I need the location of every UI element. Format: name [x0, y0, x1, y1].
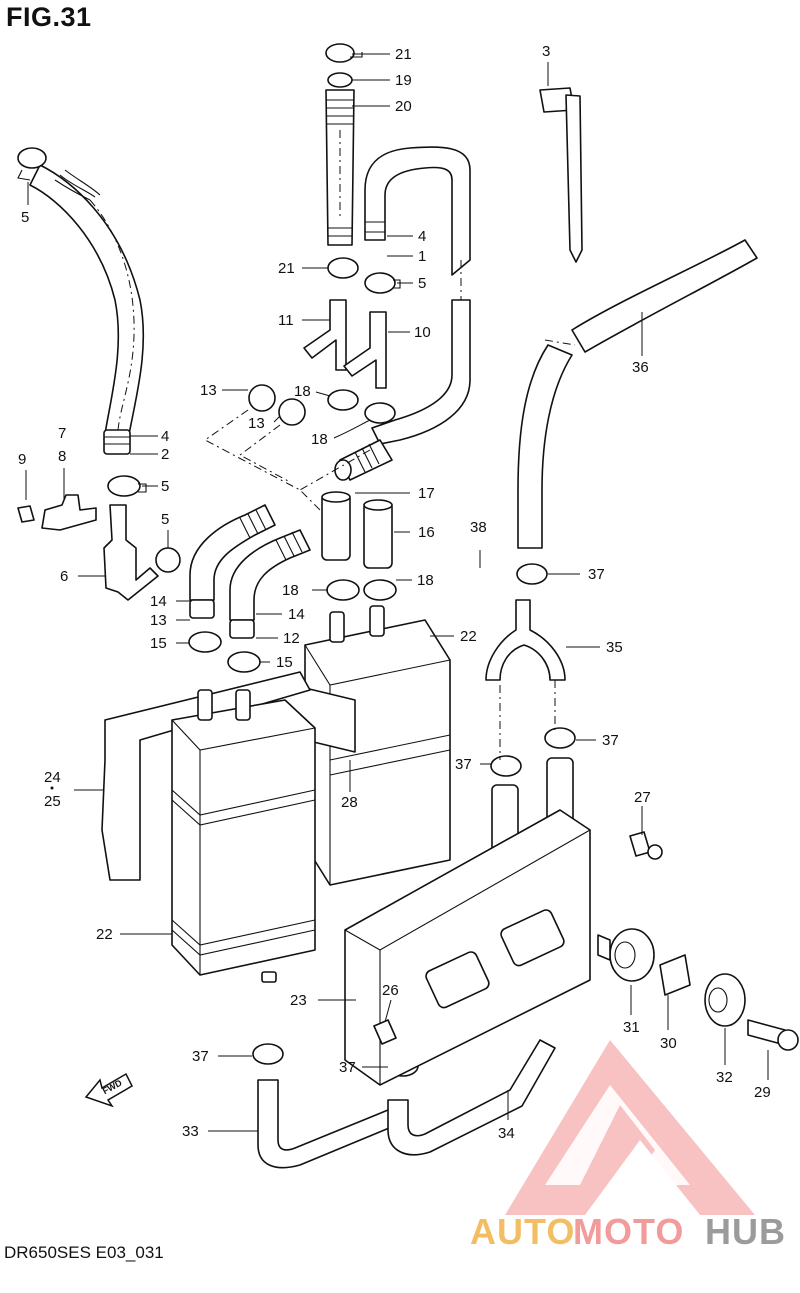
fittings-10-11 — [303, 299, 387, 389]
callout-3: 3 — [542, 43, 550, 60]
callout-11: 11 — [278, 312, 294, 329]
callout-21: 21 — [395, 46, 412, 63]
callout-34: 34 — [498, 1125, 515, 1142]
hoses-33-34 — [257, 1039, 556, 1169]
callout-22: 22 — [96, 926, 113, 943]
callout-37: 37 — [192, 1048, 209, 1065]
callout-37: 37 — [455, 756, 472, 773]
callout-37: 37 — [339, 1059, 356, 1076]
callout-4: 4 — [161, 428, 169, 445]
canister-front — [171, 689, 316, 983]
figure-code: DR650SES E03_031 — [4, 1243, 164, 1262]
callout-22: 22 — [460, 628, 477, 645]
callout-7: 7 — [58, 425, 66, 442]
callout-8: 8 — [58, 448, 66, 465]
case-tray-23 — [344, 809, 591, 1086]
callout-19: 19 — [395, 72, 412, 89]
callout-13: 13 — [248, 415, 265, 432]
right-bent-hose — [334, 146, 471, 481]
callout-dot — [50, 786, 54, 790]
callout-10: 10 — [414, 324, 431, 341]
callout-13: 13 — [200, 382, 217, 399]
callout-32: 32 — [716, 1069, 733, 1086]
callout-15: 15 — [276, 654, 293, 671]
hose-clamps — [107, 257, 576, 1077]
callout-28: 28 — [341, 794, 358, 811]
callout-24: 24 — [44, 769, 61, 786]
mounting-bracket — [101, 671, 311, 881]
callout-5: 5 — [21, 209, 29, 226]
callout-18: 18 — [282, 582, 299, 599]
callout-29: 29 — [754, 1084, 771, 1101]
left-vent-hose — [17, 147, 145, 455]
figure-title: FIG.31 — [6, 2, 92, 32]
callout-30: 30 — [660, 1035, 677, 1052]
callout-17: 17 — [418, 485, 435, 502]
callout-18: 18 — [294, 383, 311, 400]
callout-33: 33 — [182, 1123, 199, 1140]
callout-9: 9 — [18, 451, 26, 468]
watermark-moto: MOTO — [573, 1211, 684, 1252]
callout-38: 38 — [470, 519, 487, 536]
callout-13: 13 — [150, 612, 167, 629]
bracket-and-fitting-6 — [17, 494, 159, 601]
callout-6: 6 — [60, 568, 68, 585]
callout-5: 5 — [418, 275, 426, 292]
callout-5: 5 — [161, 478, 169, 495]
callout-18: 18 — [417, 572, 434, 589]
callout-14: 14 — [288, 606, 305, 623]
callout-25: 25 — [44, 793, 61, 810]
callout-16: 16 — [418, 524, 435, 541]
callout-12: 12 — [283, 630, 300, 647]
callout-27: 27 — [634, 789, 651, 806]
top-center-hose — [325, 43, 363, 246]
callout-5: 5 — [161, 511, 169, 528]
pipes-16-17 — [321, 491, 393, 569]
callout-2: 2 — [161, 446, 169, 463]
screws — [373, 831, 663, 1045]
callout-4: 4 — [418, 228, 426, 245]
callout-14: 14 — [150, 593, 167, 610]
tie-and-hose-36 — [517, 87, 758, 549]
callout-labels: 21 19 20 3 5 4 1 21 5 11 10 36 13 18 13 … — [18, 43, 771, 1142]
watermark-hub: HUB — [705, 1211, 786, 1252]
callout-18: 18 — [311, 431, 328, 448]
callout-1: 1 — [418, 248, 426, 265]
callout-20: 20 — [395, 98, 412, 115]
callout-37: 37 — [588, 566, 605, 583]
callout-15: 15 — [150, 635, 167, 652]
watermark-auto: AUTO — [470, 1211, 575, 1252]
hoses-14 — [189, 504, 311, 639]
callout-36: 36 — [632, 359, 649, 376]
leader-lines — [25, 53, 769, 1132]
grommets-and-bolt — [597, 928, 799, 1051]
callout-26: 26 — [382, 982, 399, 999]
callout-35: 35 — [606, 639, 623, 656]
callout-21: 21 — [278, 260, 295, 277]
fwd-arrow-icon: FWD — [84, 1072, 133, 1108]
callout-37: 37 — [602, 732, 619, 749]
watermark-logo: AUTO MOTO HUB — [470, 1040, 786, 1252]
callout-31: 31 — [623, 1019, 640, 1036]
callout-23: 23 — [290, 992, 307, 1009]
routing-lines — [204, 409, 556, 760]
